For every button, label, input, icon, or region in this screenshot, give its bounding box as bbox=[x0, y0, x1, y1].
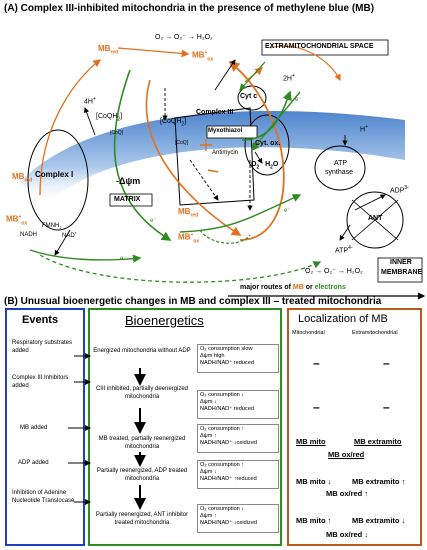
state-item: CIII inhibited, partially deenergized mi… bbox=[95, 386, 189, 400]
atp-label: ATP4- bbox=[335, 245, 353, 255]
loc-r4-extra: MB extramito ↑ bbox=[352, 477, 406, 486]
inner-membrane-label-2: MEMBRANE bbox=[381, 269, 423, 276]
loc-r3-sub: MB ox/red bbox=[328, 450, 365, 459]
cyt-ox-shape bbox=[244, 114, 290, 176]
state-item: Energized mitochondria without ADP bbox=[93, 348, 191, 354]
complex-i-shape bbox=[27, 129, 89, 231]
adp-label: ADP3- bbox=[390, 185, 409, 195]
event-item: Complex III Inhibitors added bbox=[12, 375, 69, 389]
panel-a-title: (A) Complex III-inhibited mitochondria i… bbox=[4, 3, 375, 14]
loc-dash: – bbox=[313, 356, 320, 370]
o2-h2o-label: O2 H2O bbox=[251, 161, 279, 171]
loc-sub-extra: Extramitochondrial bbox=[352, 330, 398, 336]
antimycin-label: Antimycin bbox=[212, 150, 239, 156]
legend-box bbox=[238, 283, 424, 295]
electron-label-3: e⁻ bbox=[295, 97, 302, 103]
complex-iii-shape bbox=[174, 107, 255, 206]
delta-psi-label: -Δψm bbox=[116, 176, 141, 186]
h4-label: 4H+ bbox=[84, 96, 96, 106]
fmnh-label: FMNH2 bbox=[42, 223, 62, 231]
atp-synthase-shape bbox=[314, 145, 366, 191]
cyt-ox-label: Cyt. ox. bbox=[255, 140, 281, 147]
inner-membrane-label-1: INNER bbox=[390, 259, 412, 266]
matrix-label: MATRIX bbox=[114, 196, 141, 203]
loc-r4-sub: MB ox/red ↑ bbox=[326, 489, 369, 498]
coq-small-left-label: [CoQ] bbox=[110, 130, 124, 136]
events-header: Events bbox=[22, 314, 59, 326]
localization-header: Localization of MB bbox=[298, 313, 388, 325]
atp-synthase-label-2: synthase bbox=[325, 169, 354, 176]
mb-red-mid-label: MBred bbox=[178, 207, 199, 219]
nad-label: NAD+ bbox=[62, 230, 78, 239]
cyt-c-label: Cyt c bbox=[240, 93, 258, 100]
state-item: Partially reenergized, ADP treated mitoc… bbox=[96, 468, 188, 482]
event-item: Respiratory substrates added bbox=[12, 340, 73, 354]
extramito-box bbox=[261, 39, 389, 56]
inner-membrane-box bbox=[377, 257, 423, 283]
coq-small-mid-label: [CoQ] bbox=[175, 140, 189, 146]
outcome-box: O₂ consumption ↓Δψm ↑NADH/NAD⁺ ↓oxidized bbox=[197, 504, 279, 533]
ros-top-label: O₂ → O₂⁻ → H₂O₂ bbox=[155, 34, 213, 41]
event-item: MB added bbox=[20, 425, 48, 431]
electron-label-2: e⁻ bbox=[120, 256, 127, 262]
state-item: MB treated, partially reenergized mitoch… bbox=[98, 436, 186, 450]
mb-red-top-label: MBred bbox=[98, 44, 119, 56]
ant-label: ANT bbox=[368, 215, 383, 222]
panel-a-diagram bbox=[20, 39, 426, 300]
ros-bottom-label: O₂ → O₂⁻ → H₂O₂ bbox=[305, 268, 363, 275]
event-item: ADP added bbox=[18, 460, 49, 466]
ant-shape bbox=[346, 191, 404, 249]
mb-red-left-label: MBred bbox=[12, 172, 33, 184]
outcome-box: O₂ consumption ↑Δψm ↓NADH/NAD⁺ ↑reduced bbox=[197, 460, 279, 489]
complex-i-label: Complex I bbox=[35, 170, 74, 179]
loc-sub-mito: Mitochondrial bbox=[292, 330, 325, 336]
mb-ox-top-label: MB+ox bbox=[192, 50, 214, 63]
outcome-box: O₂ consumption ↓Δψm ↓NADH/NAD⁺ reduced bbox=[197, 390, 279, 419]
mb-ox-mid-label: MB+ox bbox=[178, 232, 200, 245]
matrix-box bbox=[109, 193, 153, 207]
coqh2-mid-label: [CoQH2] bbox=[160, 118, 187, 128]
loc-r5-mito: MB mito ↑ bbox=[296, 516, 332, 525]
electron-label-1: e⁻ bbox=[150, 218, 157, 224]
myxothiazol-label: Myxothiazol bbox=[208, 128, 243, 134]
event-item: Inhibition of Adenine Nucleotide Translo… bbox=[12, 490, 75, 504]
loc-dash: – bbox=[383, 356, 390, 370]
loc-r3-extra: MB extramito bbox=[354, 437, 402, 446]
loc-r5-extra: MB extramito ↓ bbox=[352, 516, 406, 525]
loc-r3-mito: MB mito bbox=[296, 437, 326, 446]
mb-ox-left-label: MB+ox bbox=[6, 214, 28, 227]
outcome-box: O₂ consumption ↑Δψm ↑NADH/NAD⁺ ↓oxidized bbox=[197, 424, 279, 453]
loc-r5-sub: MB ox/red ↓ bbox=[326, 530, 369, 539]
loc-r4-mito: MB mito ↓ bbox=[296, 477, 332, 486]
loc-dash: – bbox=[313, 400, 320, 414]
events-box bbox=[5, 308, 85, 546]
inner-membrane-band bbox=[20, 110, 405, 205]
routes-legend: major routes of MB or electrons bbox=[240, 284, 346, 291]
myxothiazol-box bbox=[206, 125, 258, 139]
state-item: Partially reenergized, ANT inhibitor tre… bbox=[95, 512, 189, 526]
panel-b-title: (B) Unusual bioenergetic changes in MB a… bbox=[4, 296, 382, 307]
h-atp-label: H+ bbox=[360, 124, 368, 134]
h2-label: 2H+ bbox=[283, 73, 295, 83]
bioenergetics-header: Bioenergetics bbox=[125, 313, 204, 328]
localization-box bbox=[287, 308, 422, 546]
atp-synthase-label-1: ATP bbox=[334, 160, 348, 167]
electron-label-4: e⁻ bbox=[284, 208, 291, 214]
complex-iii-label: Complex III bbox=[196, 109, 234, 116]
loc-dash: – bbox=[383, 400, 390, 414]
extramito-space-label: EXTRAMITOCHONDRIAL SPACE bbox=[265, 43, 374, 50]
nadh-label: NADH bbox=[20, 232, 38, 238]
coqh2-left-label: [CoQH2] bbox=[96, 113, 123, 123]
